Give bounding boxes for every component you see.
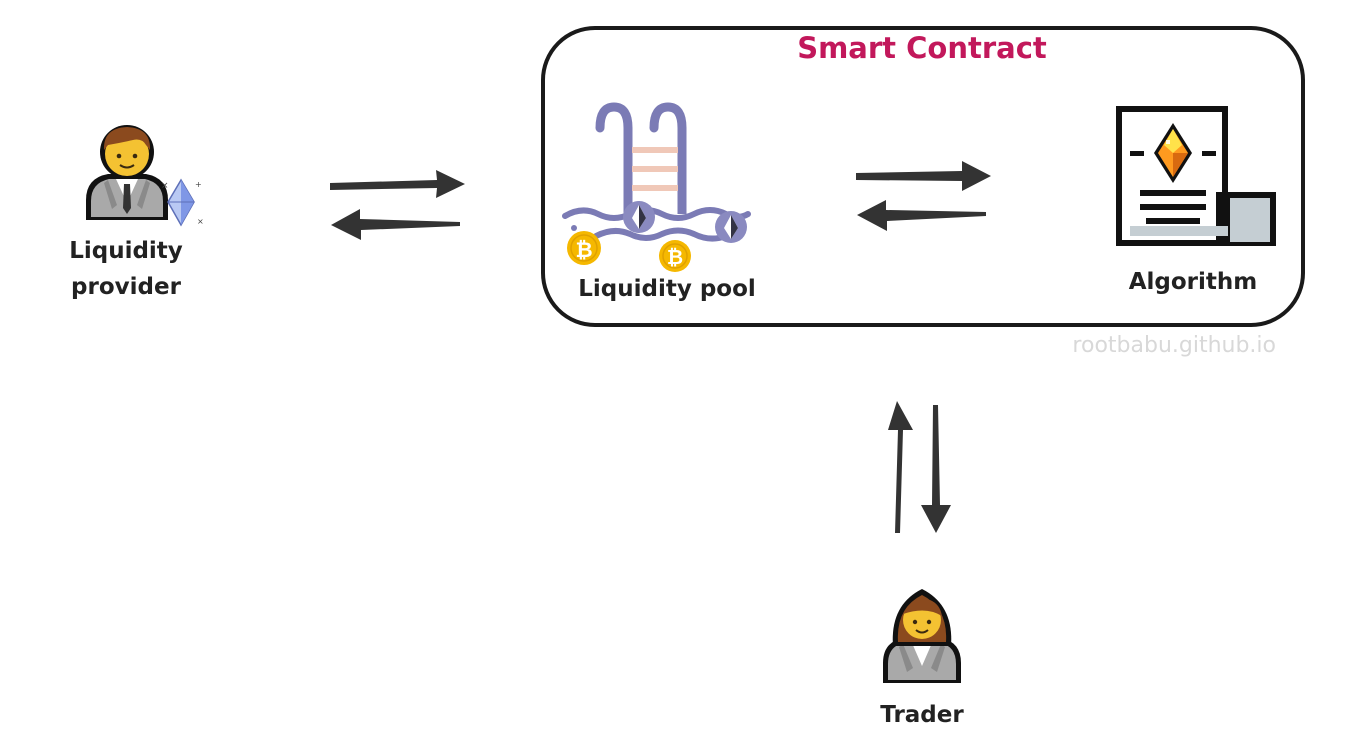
svg-text:₿: ₿ [667,245,683,269]
liquidity-pool-label: Liquidity pool [578,276,756,302]
smart-contract-title: Smart Contract [797,31,1047,65]
businesswoman-icon [883,589,961,683]
algorithm-label: Algorithm [1128,269,1258,295]
businessman-icon [86,125,168,220]
ethereum-icon [715,211,747,243]
svg-text:×: × [197,217,204,226]
smart-contract-box [541,26,1305,327]
provider-to-pool-arrow [330,170,465,198]
svg-text:₿: ₿ [575,238,592,262]
pixel-document-gem-icon [1116,106,1276,246]
pool-to-algorithm-arrow [856,161,991,191]
pool-to-provider-arrow [331,209,460,240]
ethereum-icon [623,201,655,233]
trader-to-contract-arrow [888,401,913,533]
algorithm-to-pool-arrow [857,200,986,231]
swimming-pool-icon [562,102,751,242]
ethereum-icon: × + × [161,178,204,227]
bitcoin-icon: ₿ [659,240,691,272]
contract-to-trader-arrow [921,405,951,533]
svg-text:+: + [195,180,202,189]
bitcoin-icon: ₿ [567,231,601,265]
svg-text:×: × [161,181,169,191]
liquidity-provider-label: Liquidity provider [69,238,183,300]
trader-label: Trader [880,702,964,728]
watermark: rootbabu.github.io [1072,333,1276,358]
